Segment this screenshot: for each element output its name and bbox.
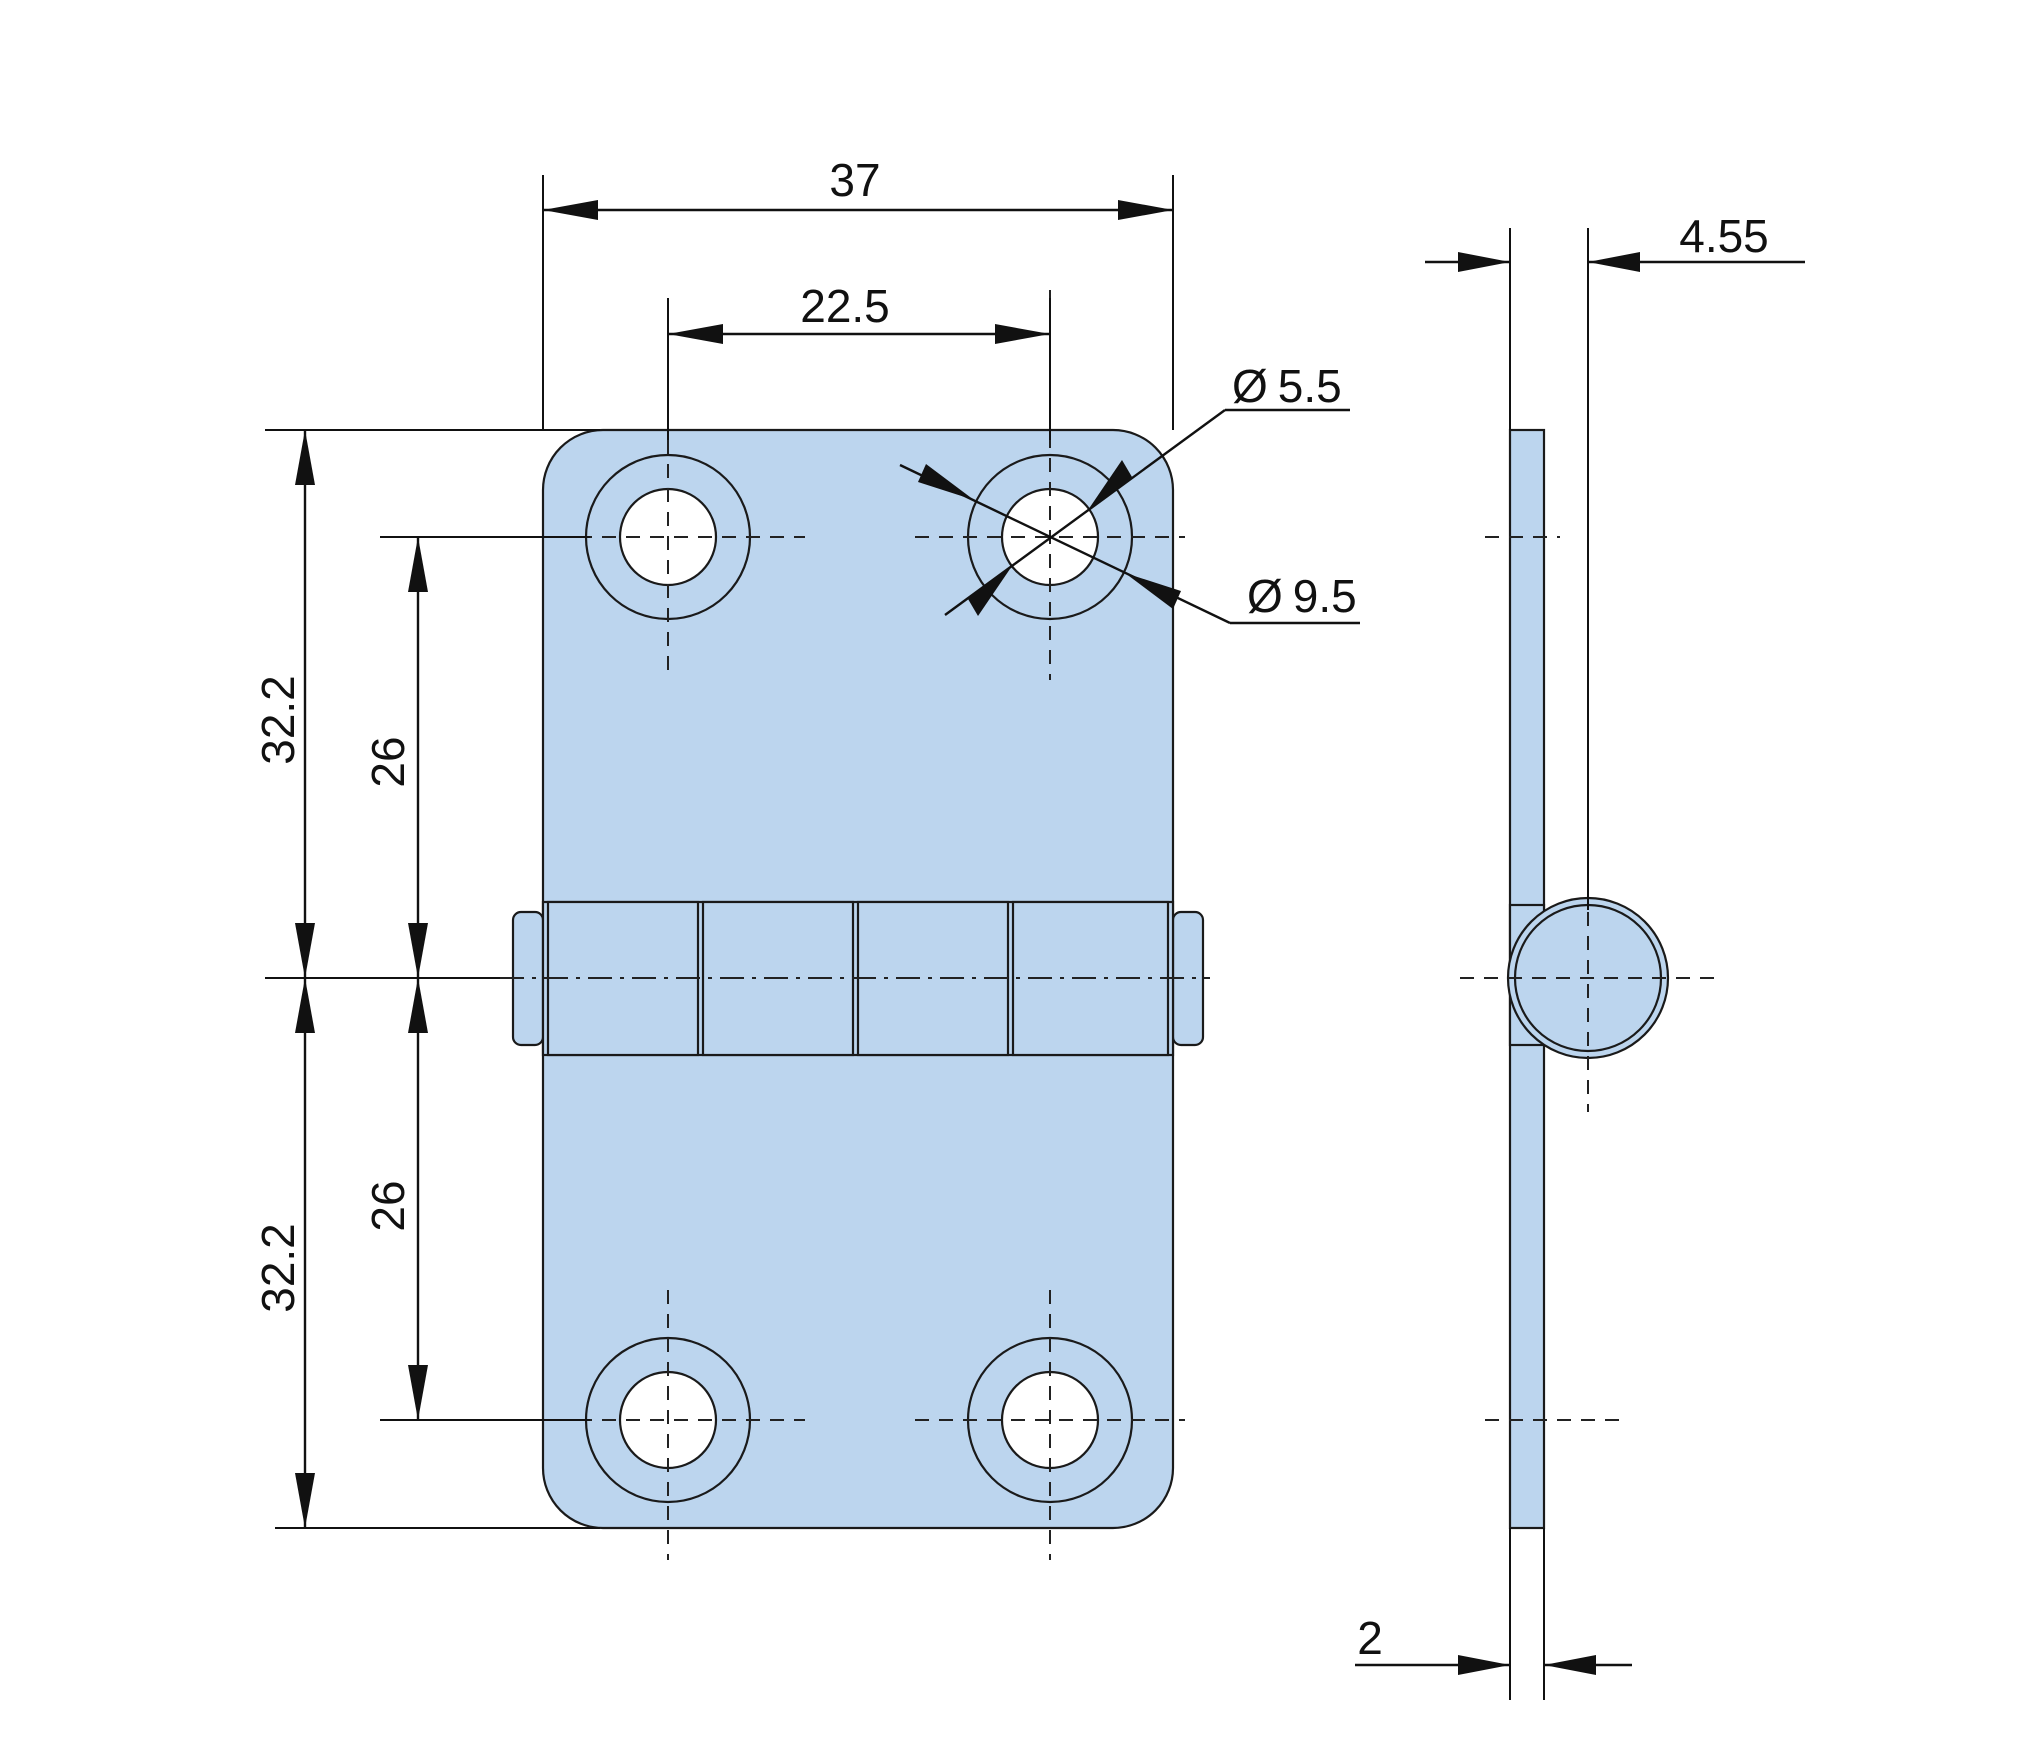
side-view: 4.55 2 <box>1355 210 1805 1700</box>
dim-label-26-bottom: 26 <box>362 1180 414 1231</box>
center-lines <box>500 290 1210 1560</box>
dim-label-26-top: 26 <box>362 736 414 787</box>
dim-label-32-2-bottom: 32.2 <box>252 1223 304 1313</box>
dim-label-4-55: 4.55 <box>1679 210 1769 262</box>
dim-label-2: 2 <box>1357 1612 1383 1664</box>
dimension-leaf-length: 32.2 32.2 <box>252 429 600 1529</box>
dimension-width-overall: 37 <box>542 154 1174 430</box>
dim-label-22-5: 22.5 <box>800 280 890 332</box>
dim-label-37: 37 <box>829 154 880 206</box>
front-view: 37 22.5 32.2 32.2 <box>252 154 1360 1560</box>
dimension-hole-offset: 26 26 <box>362 536 590 1421</box>
dimension-hole-spacing: 22.5 <box>667 280 1051 440</box>
dim-label-32-2-top: 32.2 <box>252 675 304 765</box>
dimension-plate-thickness: 2 <box>1355 1528 1632 1700</box>
side-center-lines <box>1460 536 1720 1421</box>
dimension-knuckle-offset: 4.55 <box>1425 210 1805 910</box>
